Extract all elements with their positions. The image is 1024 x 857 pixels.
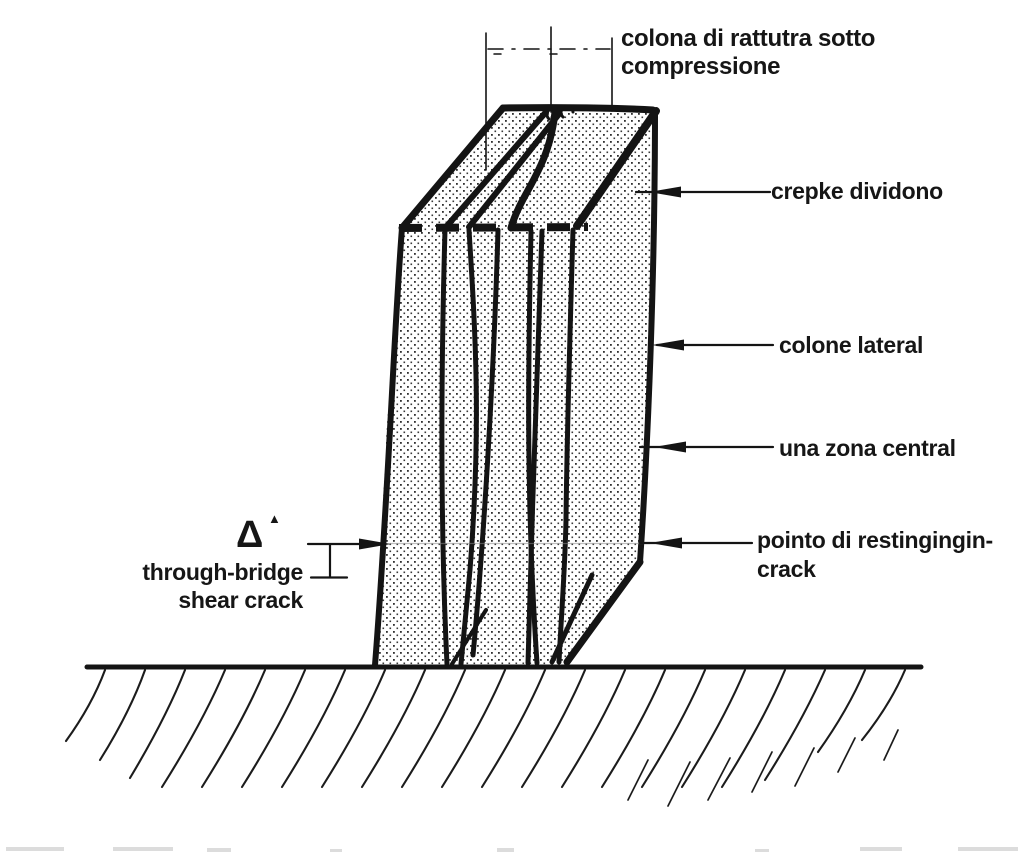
arrow-dividing-cracks [634,186,772,198]
label-compression-column-line1: colona di rattutra sotto [621,25,876,52]
delta-symbol: Δ [236,514,264,556]
ground-hatching [64,668,907,807]
pier-body-fill [375,108,659,665]
label-resting-crack-point-line2: crack [757,556,816,582]
delta-superscript-triangle-icon: ▲ [268,511,281,526]
dimension-lines [485,26,613,171]
faded-caption-remnants [6,847,1018,852]
pier-front-top-edge-dashed [398,223,589,232]
arrow-resting-crack-point [638,537,754,549]
label-shear-crack-line2: shear crack [178,587,303,613]
arrow-shear-crack [306,538,391,579]
label-lateral-columns: colone lateral [779,332,924,358]
pier-outline [372,104,658,668]
label-resting-crack-point-line1: pointo di restingingin- [757,527,993,553]
arrow-central-zone [638,441,775,453]
pier-vertical-cracks [439,227,595,667]
label-dividing-cracks: crepke dividono [771,178,943,204]
leader-arrows [306,186,775,579]
label-central-zone: una zona central [779,435,956,461]
arrow-lateral-columns [652,339,775,351]
label-compression-column-line2: compressione [621,53,781,80]
label-shear-crack-line1: through-bridge [142,559,303,585]
